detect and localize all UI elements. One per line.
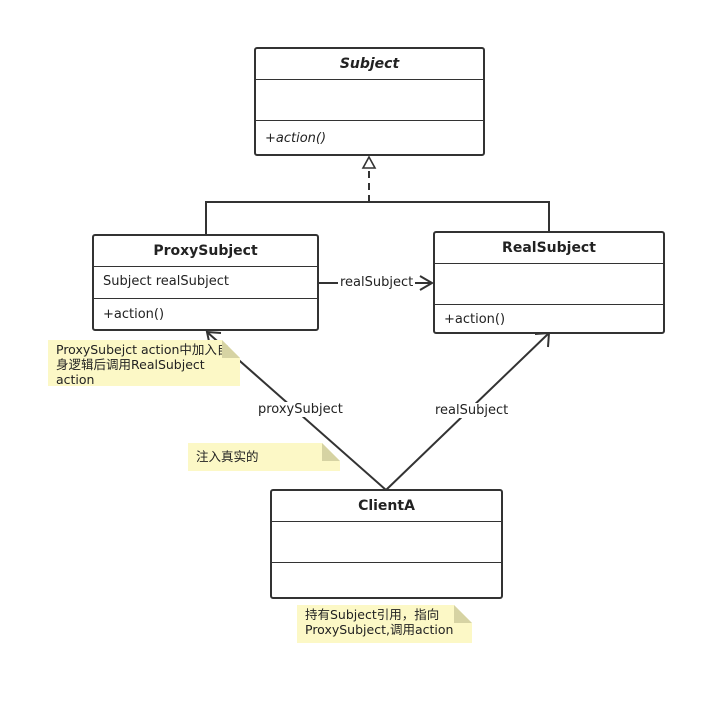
edge-label-client-real: realSubject	[433, 403, 511, 418]
class-client-a-name: ClientA	[358, 498, 415, 514]
class-real-subject-name: RealSubject	[502, 240, 596, 256]
class-proxy-subject-attributes: Subject realSubject	[94, 266, 317, 298]
class-proxy-subject-name: ProxySubject	[153, 243, 258, 259]
class-subject-attributes	[256, 79, 483, 120]
class-client-a[interactable]: ClientA	[270, 489, 503, 599]
note-client: 持有Subject引用，指向ProxySubject,调用action	[297, 605, 472, 643]
class-subject[interactable]: Subject +action()	[254, 47, 485, 156]
edge-label-client-proxy: proxySubject	[256, 402, 345, 417]
class-subject-name: Subject	[339, 56, 400, 72]
class-proxy-subject[interactable]: ProxySubject Subject realSubject +action…	[92, 234, 319, 331]
edge-label-proxy-real: realSubject	[338, 275, 416, 290]
class-subject-operations: +action()	[256, 120, 483, 156]
realization-line-proxy	[205, 201, 369, 235]
realization-arrowhead	[361, 155, 377, 169]
class-real-subject-operations: +action()	[435, 304, 663, 334]
association-proxy-real-arrowhead	[419, 275, 434, 291]
note-client-text: 持有Subject引用，指向ProxySubject,调用action	[305, 607, 454, 637]
note-proxy: ProxySubejct action中加入自身逻辑后调用RealSubject…	[48, 340, 240, 386]
note-inject: 注入真实的RealSubject	[188, 443, 340, 471]
class-real-subject-attributes	[435, 263, 663, 304]
class-proxy-subject-operations: +action()	[94, 298, 317, 331]
class-client-a-attributes	[272, 521, 501, 562]
class-client-a-operations	[272, 562, 501, 599]
class-real-subject[interactable]: RealSubject +action()	[433, 231, 665, 334]
realization-line-real	[369, 201, 550, 232]
note-proxy-text: ProxySubejct action中加入自身逻辑后调用RealSubject…	[56, 342, 230, 387]
